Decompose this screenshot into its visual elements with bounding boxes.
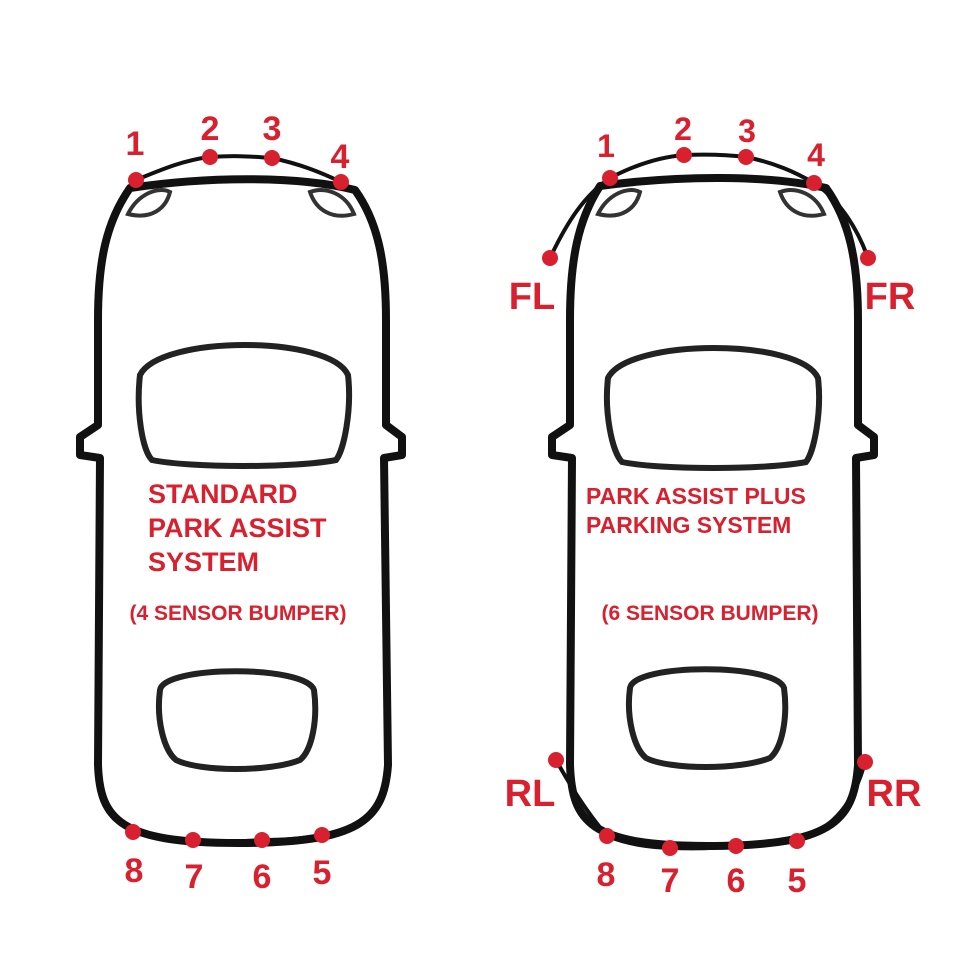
right-car-rear-window: [626, 666, 789, 770]
right-sensor-dot-7: [662, 840, 678, 856]
left-sensor-dot-7: [185, 832, 201, 848]
right-sensor-dot-fl: [542, 250, 558, 266]
left-sensor-dot-8: [125, 824, 141, 840]
left-sensor-label-6: 6: [253, 858, 272, 896]
left-sensor-label-5: 5: [313, 854, 332, 892]
right-corner-label-rr: RR: [867, 773, 922, 815]
left-car-windshield: [135, 342, 353, 469]
left-sensor-dot-1: [128, 172, 144, 188]
left-sensor-dot-2: [202, 149, 218, 165]
right-sensor-dot-rl: [548, 752, 564, 768]
left-sensor-note: (4 SENSOR BUMPER): [129, 602, 346, 625]
right-sensor-label-6: 6: [727, 862, 746, 900]
right-rear-sensor-wire: [554, 759, 867, 851]
right-caption-line-1: PARK ASSIST PLUS: [586, 483, 806, 509]
left-car-body: [76, 175, 406, 847]
left-sensor-label-7: 7: [185, 858, 204, 896]
left-rear-sensor-wire: [132, 830, 323, 844]
left-sensor-label-2: 2: [201, 110, 220, 148]
left-sensor-label-4: 4: [331, 138, 350, 176]
right-sensor-dot-5: [789, 833, 805, 849]
right-sensor-dot-fr: [860, 250, 876, 266]
right-sensor-dot-3: [738, 149, 754, 165]
right-sensor-dot-1: [602, 170, 618, 186]
left-sensor-dot-3: [264, 150, 280, 166]
right-car-headlight-left: [595, 188, 643, 218]
right-sensor-note: (6 SENSOR BUMPER): [601, 602, 818, 625]
right-car-body: [548, 174, 878, 850]
right-front-sensor-wire: [548, 152, 870, 259]
right-sensor-dot-8: [599, 828, 615, 844]
left-car-headlight-right: [307, 188, 357, 218]
left-car-headlight-left: [125, 188, 173, 218]
right-sensor-dot-rr: [857, 754, 873, 770]
left-sensor-label-8: 8: [125, 852, 144, 890]
left-front-sensor-wire: [135, 154, 342, 184]
right-sensor-label-5: 5: [788, 862, 807, 900]
right-sensor-label-4: 4: [807, 137, 825, 173]
left-sensor-dot-4: [333, 174, 349, 190]
left-caption-line-3: SYSTEM: [148, 547, 259, 577]
right-corner-label-fl: FL: [509, 276, 555, 318]
left-sensor-dot-6: [254, 832, 270, 848]
left-car-rear-window: [156, 668, 319, 772]
left-car: 1 2 3 4 8 7 6 5 STANDARD PARK ASSIST SYS…: [76, 110, 406, 896]
right-sensor-label-1: 1: [597, 128, 615, 164]
right-car-windshield: [603, 345, 823, 471]
right-sensor-label-7: 7: [661, 862, 680, 900]
left-sensor-dot-5: [314, 827, 330, 843]
right-car-headlight-right: [777, 188, 827, 218]
right-caption-line-2: PARKING SYSTEM: [586, 512, 791, 538]
right-corner-label-fr: FR: [865, 276, 916, 318]
right-corner-label-rl: RL: [505, 773, 556, 815]
right-sensor-dot-2: [676, 147, 692, 163]
left-caption-line-2: PARK ASSIST: [148, 513, 327, 543]
right-sensor-label-3: 3: [738, 113, 756, 149]
left-sensor-label-1: 1: [126, 125, 145, 163]
left-sensor-label-3: 3: [263, 110, 282, 148]
right-sensor-dot-6: [728, 838, 744, 854]
left-caption-line-1: STANDARD: [148, 479, 298, 509]
right-sensor-dot-4: [806, 175, 822, 191]
right-sensor-label-2: 2: [674, 111, 692, 147]
right-car: 1 2 3 4 FL FR RL RR 8 7 6 5 PARK ASSIST …: [505, 111, 922, 900]
right-sensor-label-8: 8: [597, 856, 616, 894]
